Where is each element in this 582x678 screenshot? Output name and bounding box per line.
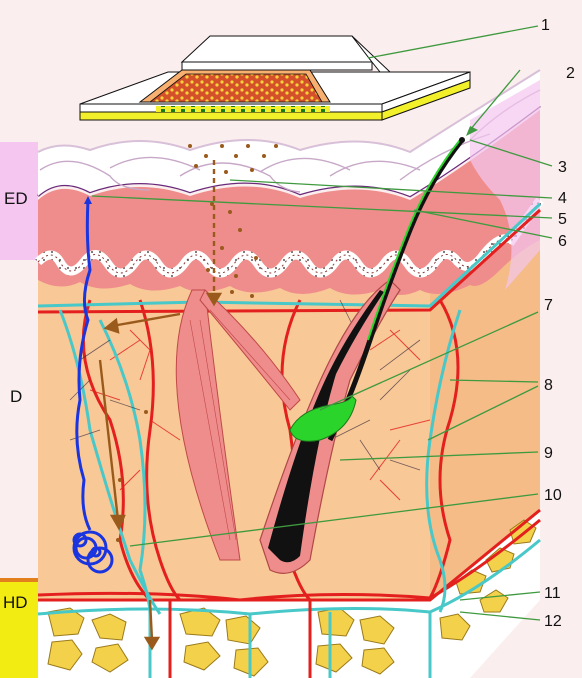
callout-3: 3 — [558, 159, 567, 176]
callout-10: 10 — [544, 487, 562, 504]
callout-9: 9 — [544, 445, 553, 462]
callout-4: 4 — [558, 190, 567, 207]
callout-5: 5 — [558, 211, 567, 228]
callout-7: 7 — [544, 297, 553, 314]
callout-8: 8 — [544, 377, 553, 394]
layer-label-ed: ED — [4, 189, 28, 208]
transdermal-patch — [80, 36, 470, 120]
layer-label-d: D — [10, 387, 22, 406]
callout-1: 1 — [541, 17, 550, 34]
callout-11: 11 — [544, 585, 561, 602]
layer-label-hd: HD — [3, 593, 28, 612]
callout-12: 12 — [544, 613, 562, 630]
callout-6: 6 — [558, 233, 567, 250]
callout-2: 2 — [566, 65, 575, 82]
